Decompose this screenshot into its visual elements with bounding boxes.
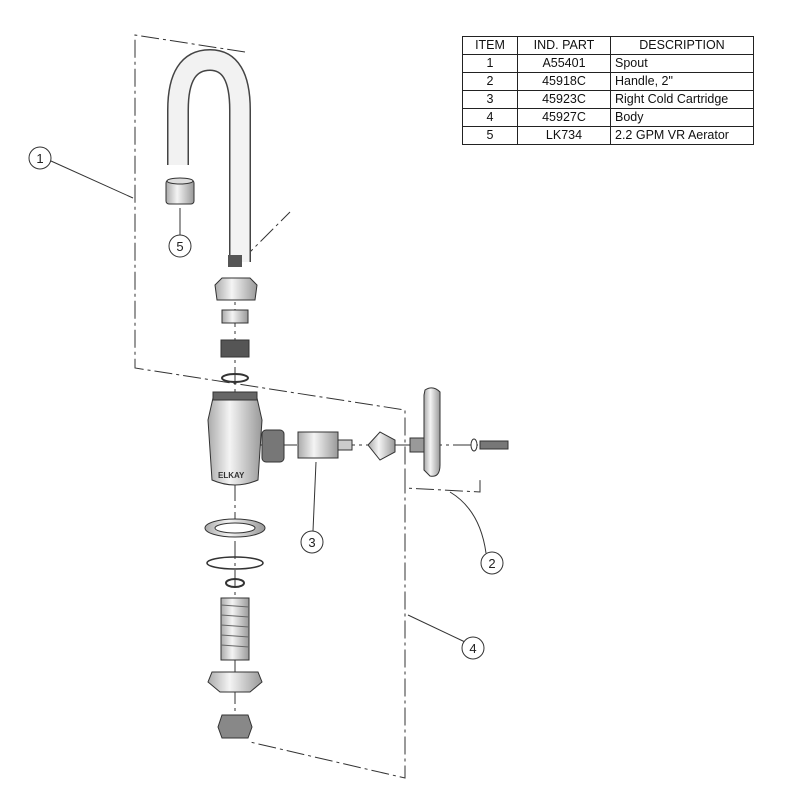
header-part: IND. PART	[517, 36, 611, 55]
elkay-logo: ELKAY	[218, 471, 245, 480]
callout-4: 4	[469, 641, 476, 656]
part-cell: 45923C	[517, 90, 611, 109]
table-header-row: ITEM IND. PART DESCRIPTION	[462, 36, 754, 55]
callout-2: 2	[488, 556, 495, 571]
description-cell: Spout	[610, 54, 754, 73]
callout-5: 5	[176, 239, 183, 254]
description-cell: Body	[610, 108, 754, 127]
description-cell: Handle, 2"	[610, 72, 754, 91]
body-stack-parts	[204, 277, 285, 739]
callout-1: 1	[36, 151, 43, 166]
group-boundary-lines	[134, 34, 510, 779]
item-cell: 2	[462, 72, 518, 91]
handle-parts	[297, 387, 509, 477]
description-cell: 2.2 GPM VR Aerator	[610, 126, 754, 145]
item-cell: 5	[462, 126, 518, 145]
item-cell: 3	[462, 90, 518, 109]
part-cell: 45927C	[517, 108, 611, 127]
item-cell: 1	[462, 54, 518, 73]
header-description: DESCRIPTION	[610, 36, 754, 55]
callout-balloons	[28, 146, 504, 660]
item-cell: 4	[462, 108, 518, 127]
callout-3: 3	[308, 535, 315, 550]
aerator	[165, 177, 195, 205]
description-cell: Right Cold Cartridge	[610, 90, 754, 109]
part-cell: LK734	[517, 126, 611, 145]
leader-lines	[50, 160, 487, 643]
spout	[167, 48, 251, 267]
part-cell: A55401	[517, 54, 611, 73]
part-cell: 45918C	[517, 72, 611, 91]
header-item: ITEM	[462, 36, 518, 55]
